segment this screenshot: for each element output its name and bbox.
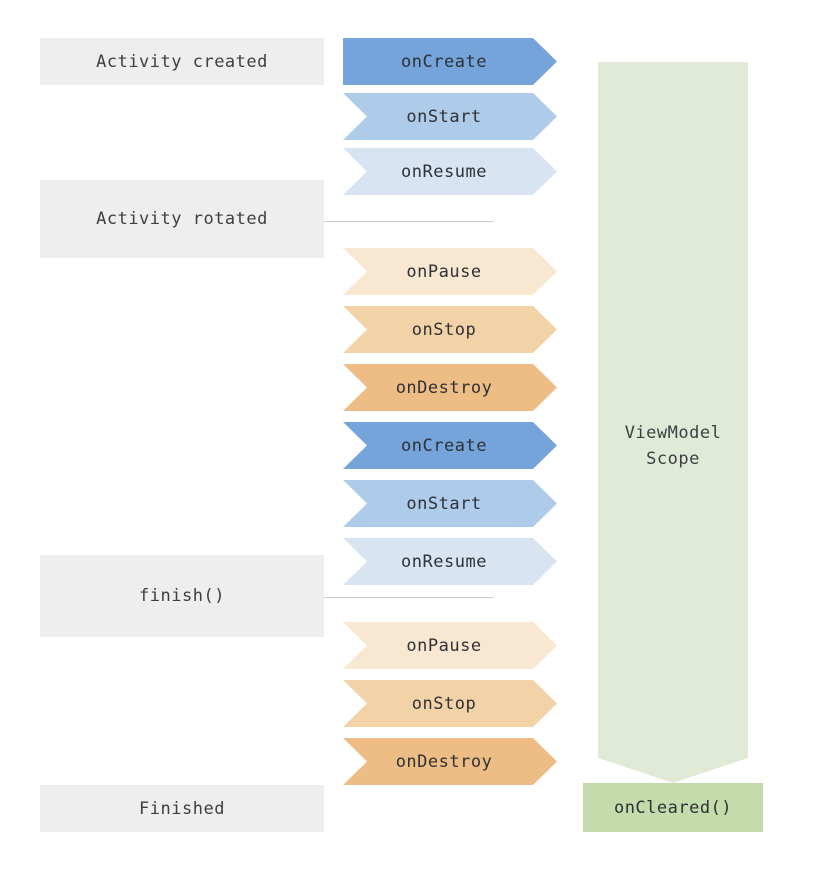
callback-arrow-onstart-2: onStart (343, 480, 557, 527)
callback-arrow-onresume-2: onResume (343, 538, 557, 585)
connector-finish (324, 597, 493, 598)
callback-arrow-onresume-1: onResume (343, 148, 557, 195)
callback-arrow-oncreate-1: onCreate (343, 38, 557, 85)
callback-arrow-onstop-1: onStop (343, 306, 557, 353)
callback-arrow-onpause-1: onPause (343, 248, 557, 295)
callback-arrow-onstart-1: onStart (343, 93, 557, 140)
viewmodel-scope-arrow (598, 62, 748, 783)
state-finish: finish() (40, 555, 324, 637)
viewmodel-scope-label: ViewModel Scope (624, 423, 722, 469)
callback-arrow-ondestroy-2: onDestroy (343, 738, 557, 785)
callback-arrow-ondestroy-1: onDestroy (343, 364, 557, 411)
state-activity-rotated: Activity rotated (40, 180, 324, 258)
callback-arrow-onstop-2: onStop (343, 680, 557, 727)
callback-arrow-oncreate-2: onCreate (343, 422, 557, 469)
connector-activity-rotated (324, 221, 493, 222)
callback-arrow-onpause-2: onPause (343, 622, 557, 669)
oncleared-box: onCleared() (583, 783, 763, 832)
state-activity-created: Activity created (40, 38, 324, 85)
state-finished: Finished (40, 785, 324, 832)
